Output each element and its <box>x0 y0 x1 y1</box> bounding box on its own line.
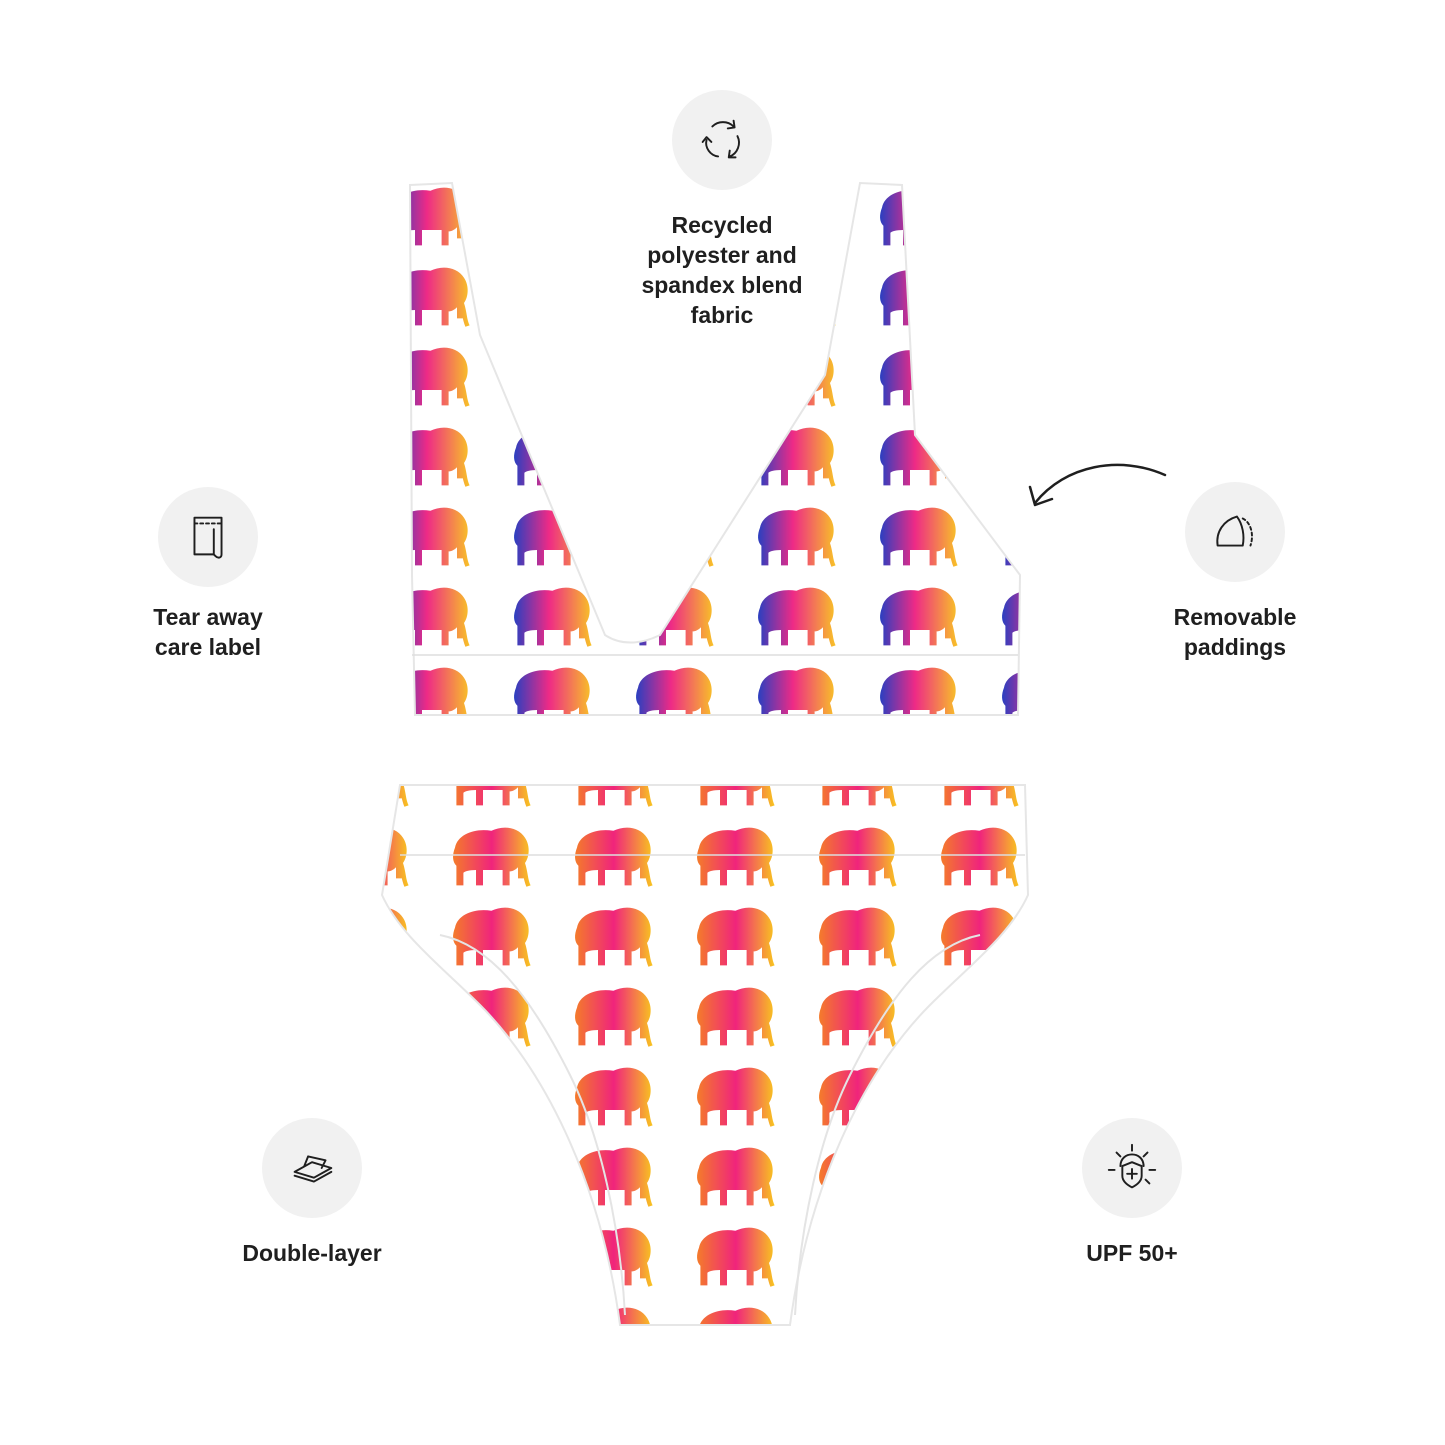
removable-paddings-label: Removable paddings <box>1173 604 1297 660</box>
tag-icon <box>158 487 258 587</box>
care-label-label: Tear away care label <box>153 604 263 660</box>
sun-shield-icon <box>1082 1118 1182 1218</box>
layers-icon <box>262 1118 362 1218</box>
bikini-product-image <box>380 181 1030 1326</box>
padding-icon <box>1185 482 1285 582</box>
bikini-top <box>408 181 1022 716</box>
bikini-bottom <box>380 784 1030 1326</box>
upf-label: UPF 50+ <box>1086 1240 1178 1266</box>
recycle-icon <box>672 90 772 190</box>
pointer-arrow-icon <box>1028 463 1167 507</box>
recycled-fabric-label: Recycled polyester and spandex blend fab… <box>641 212 803 328</box>
double-layer-label: Double-layer <box>242 1240 382 1266</box>
